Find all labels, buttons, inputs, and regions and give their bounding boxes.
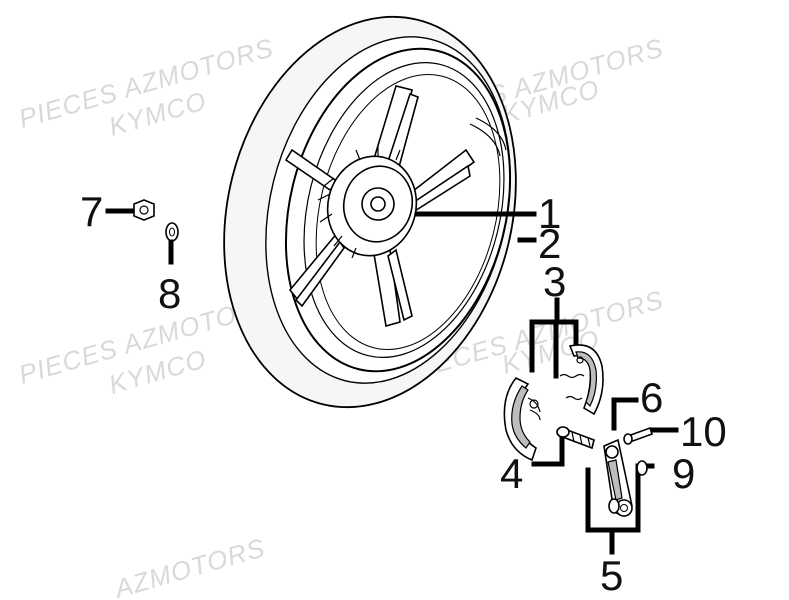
washer-part-8: [165, 222, 179, 265]
hub-fins: [317, 146, 401, 259]
brake-shoes-part-3: [503, 297, 604, 462]
callout-5: 5: [600, 552, 623, 599]
arm-washer: [636, 460, 648, 476]
callout-1: 1: [538, 190, 561, 237]
callout-9: 9: [672, 450, 695, 497]
brake-shoe-left-lining: [511, 385, 531, 449]
callout-numbers: 1 2 3 4 5 6 7 8 9 10: [80, 188, 727, 599]
brake-spring-lower: [565, 395, 583, 401]
callout-2: 2: [538, 220, 561, 267]
hex-nut-center: [139, 205, 149, 215]
callout-8: 8: [158, 270, 181, 317]
axle-hole: [370, 196, 386, 212]
callout-10: 10: [680, 408, 727, 455]
washer-hole: [169, 227, 175, 237]
brake-shoe-right-lining: [575, 351, 597, 408]
callout-7: 7: [80, 188, 103, 235]
wheel-assembly: [223, 15, 517, 409]
rim-lip: [315, 74, 501, 350]
leader-line-4: [531, 433, 565, 467]
callout-6: 6: [640, 374, 663, 421]
callout-3: 3: [543, 258, 566, 305]
brake-arm-assembly: [585, 397, 679, 555]
watermark-text: AZMOTORS: [109, 532, 268, 600]
axle-nut-part-7: [105, 199, 155, 221]
brake-cam-part-4: [531, 426, 595, 467]
leader-line-6: [611, 397, 639, 431]
wheel-spokes: [284, 85, 476, 328]
callout-4: 4: [500, 450, 523, 497]
brake-spring: [559, 373, 585, 379]
